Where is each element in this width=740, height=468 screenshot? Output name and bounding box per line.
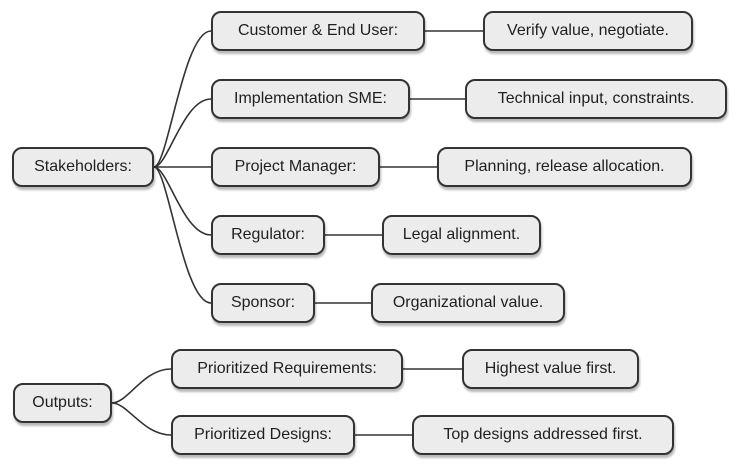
node-regulator-note: Legal alignment.	[382, 215, 541, 255]
node-sponsor-note: Organizational value.	[371, 283, 565, 323]
node-prioritized-designs: Prioritized Designs:	[171, 415, 355, 455]
node-sponsor: Sponsor:	[211, 283, 315, 323]
edge-outputs-prioritized-requirements	[111, 368, 172, 404]
node-prioritized-designs-note: Top designs addressed first.	[412, 415, 674, 455]
edge-outputs-prioritized-designs	[111, 402, 172, 436]
node-prioritized-requirements-note: Highest value first.	[462, 349, 639, 389]
edge-stakeholders-regulator	[153, 166, 212, 236]
node-implementation-sme: Implementation SME:	[211, 79, 410, 119]
node-implementation-sme-note: Technical input, constraints.	[465, 79, 727, 119]
edge-stakeholders-sponsor	[153, 166, 212, 304]
node-project-manager-note: Planning, release allocation.	[437, 147, 692, 187]
edge-stakeholders-customer	[153, 30, 212, 168]
node-customer-end-user-note: Verify value, negotiate.	[483, 11, 693, 51]
node-prioritized-requirements: Prioritized Requirements:	[171, 349, 403, 389]
node-regulator: Regulator:	[211, 215, 325, 255]
node-outputs: Outputs:	[13, 383, 112, 423]
edge-stakeholders-sme	[153, 98, 212, 168]
node-stakeholders: Stakeholders:	[12, 147, 154, 187]
node-project-manager: Project Manager:	[211, 147, 380, 187]
node-customer-end-user: Customer & End User:	[211, 11, 425, 51]
